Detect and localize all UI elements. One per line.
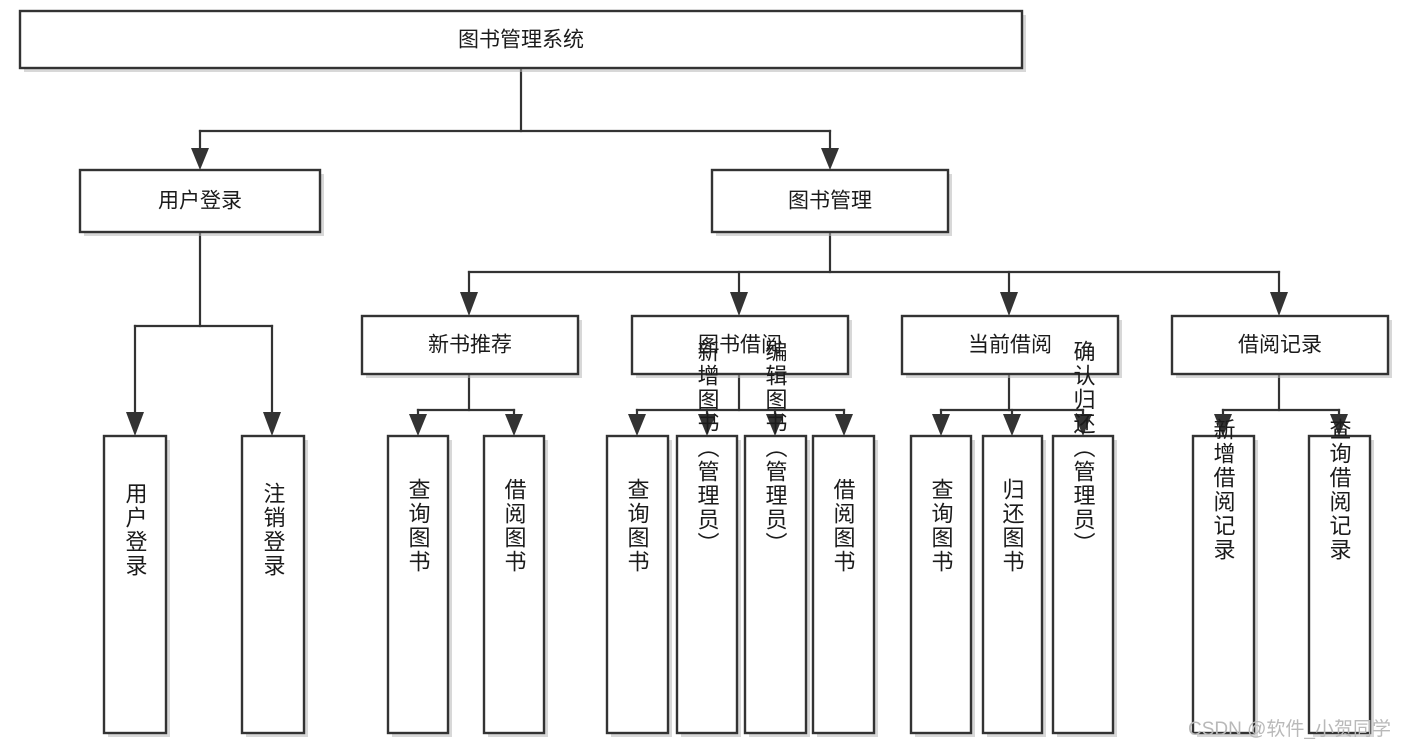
node-rect — [743, 434, 808, 735]
leaf-confirm-return-admin[interactable]: 确认归还（管理员） — [1051, 340, 1117, 737]
leaf-label: 查询图书 — [625, 478, 650, 574]
node-rect — [811, 434, 876, 735]
leaf-query-borrow-record[interactable]: 查询借阅记录 — [1307, 418, 1374, 737]
node-label: 新书推荐 — [428, 334, 512, 357]
leaf-borrow-query-book[interactable]: 查询图书 — [605, 434, 672, 737]
arrow-head-icon — [409, 414, 427, 436]
leaf-label: 查询图书 — [406, 478, 431, 574]
leaf-new-query-book[interactable]: 查询图书 — [386, 434, 452, 737]
node-rect — [909, 434, 973, 735]
node-rect — [78, 168, 322, 234]
arrow-head-icon — [698, 414, 716, 436]
leaf-current-query-book[interactable]: 查询图书 — [909, 434, 975, 737]
node-rect — [240, 434, 306, 735]
arrow-head-icon — [1003, 414, 1021, 436]
node-rect — [981, 434, 1044, 735]
leaf-user-login[interactable]: 用户登录 — [102, 434, 170, 737]
node-book-management[interactable]: 图书管理 — [710, 168, 952, 236]
leaf-label: 借阅图书 — [502, 478, 527, 574]
node-label: 图书管理 — [788, 190, 872, 213]
node-new-book-recommend[interactable]: 新书推荐 — [360, 314, 582, 378]
leaf-label: 归还图书 — [1000, 478, 1025, 574]
arrow-head-icon — [460, 292, 478, 316]
node-rect — [675, 434, 739, 735]
leaf-add-book-admin[interactable]: 新增图书（管理员） — [675, 340, 741, 737]
leaf-label: 编辑图书（管理员） — [763, 340, 788, 556]
node-label: 用户登录 — [158, 190, 242, 213]
leaf-label: 新增图书（管理员） — [695, 340, 720, 556]
node-rect — [1307, 434, 1372, 735]
arrow-head-icon — [730, 292, 748, 316]
leaf-logout[interactable]: 注销登录 — [240, 434, 308, 737]
leaf-label: 注销登录 — [261, 482, 286, 578]
leaf-add-borrow-record[interactable]: 新增借阅记录 — [1191, 418, 1258, 737]
leaf-edit-book-admin[interactable]: 编辑图书（管理员） — [743, 340, 810, 737]
arrow-head-icon — [1214, 414, 1232, 436]
arrow-head-icon — [821, 148, 839, 170]
node-label: 图书借阅 — [698, 334, 782, 357]
node-book-borrow[interactable]: 图书借阅 — [630, 314, 852, 378]
node-rect — [1051, 434, 1115, 735]
arrow-head-icon — [1270, 292, 1288, 316]
arrow-head-icon — [263, 412, 281, 436]
node-rect — [710, 168, 950, 234]
leaf-label: 查询图书 — [929, 478, 954, 574]
arrow-head-icon — [835, 414, 853, 436]
leaf-label: 用户登录 — [123, 482, 148, 578]
node-rect — [630, 314, 850, 376]
arrow-head-icon — [191, 148, 209, 170]
arrow-head-icon — [1074, 414, 1092, 436]
node-rect — [605, 434, 670, 735]
node-rect — [482, 434, 546, 735]
node-rect — [386, 434, 450, 735]
leaf-label: 确认归还（管理员） — [1071, 340, 1096, 556]
node-rect — [18, 9, 1024, 70]
leaf-label: 查询借阅记录 — [1327, 418, 1352, 562]
arrow-head-icon — [505, 414, 523, 436]
arrow-head-icon — [932, 414, 950, 436]
node-label: 借阅记录 — [1238, 334, 1322, 357]
leaf-new-borrow-book[interactable]: 借阅图书 — [482, 434, 548, 737]
arrow-head-icon — [1000, 292, 1018, 316]
arrow-head-icon — [628, 414, 646, 436]
arrow-head-icon — [1330, 414, 1348, 436]
node-user-login[interactable]: 用户登录 — [78, 168, 324, 236]
node-label: 当前借阅 — [968, 334, 1052, 357]
node-rect — [1191, 434, 1256, 735]
arrow-head-icon — [126, 412, 144, 436]
node-rect — [900, 314, 1120, 376]
node-root[interactable]: 图书管理系统 — [18, 9, 1026, 72]
node-rect — [1170, 314, 1390, 376]
arrow-head-icon — [766, 414, 784, 436]
node-current-borrow[interactable]: 当前借阅 — [900, 314, 1122, 378]
connector-layer — [126, 66, 1348, 436]
node-rect — [102, 434, 168, 735]
leaf-borrow-book[interactable]: 借阅图书 — [811, 434, 878, 737]
leaf-label: 借阅图书 — [831, 478, 856, 574]
leaf-return-book[interactable]: 归还图书 — [981, 434, 1046, 737]
node-borrow-record[interactable]: 借阅记录 — [1170, 314, 1392, 378]
node-rect — [360, 314, 580, 376]
node-label: 图书管理系统 — [458, 29, 584, 52]
leaf-label: 新增借阅记录 — [1211, 418, 1236, 562]
